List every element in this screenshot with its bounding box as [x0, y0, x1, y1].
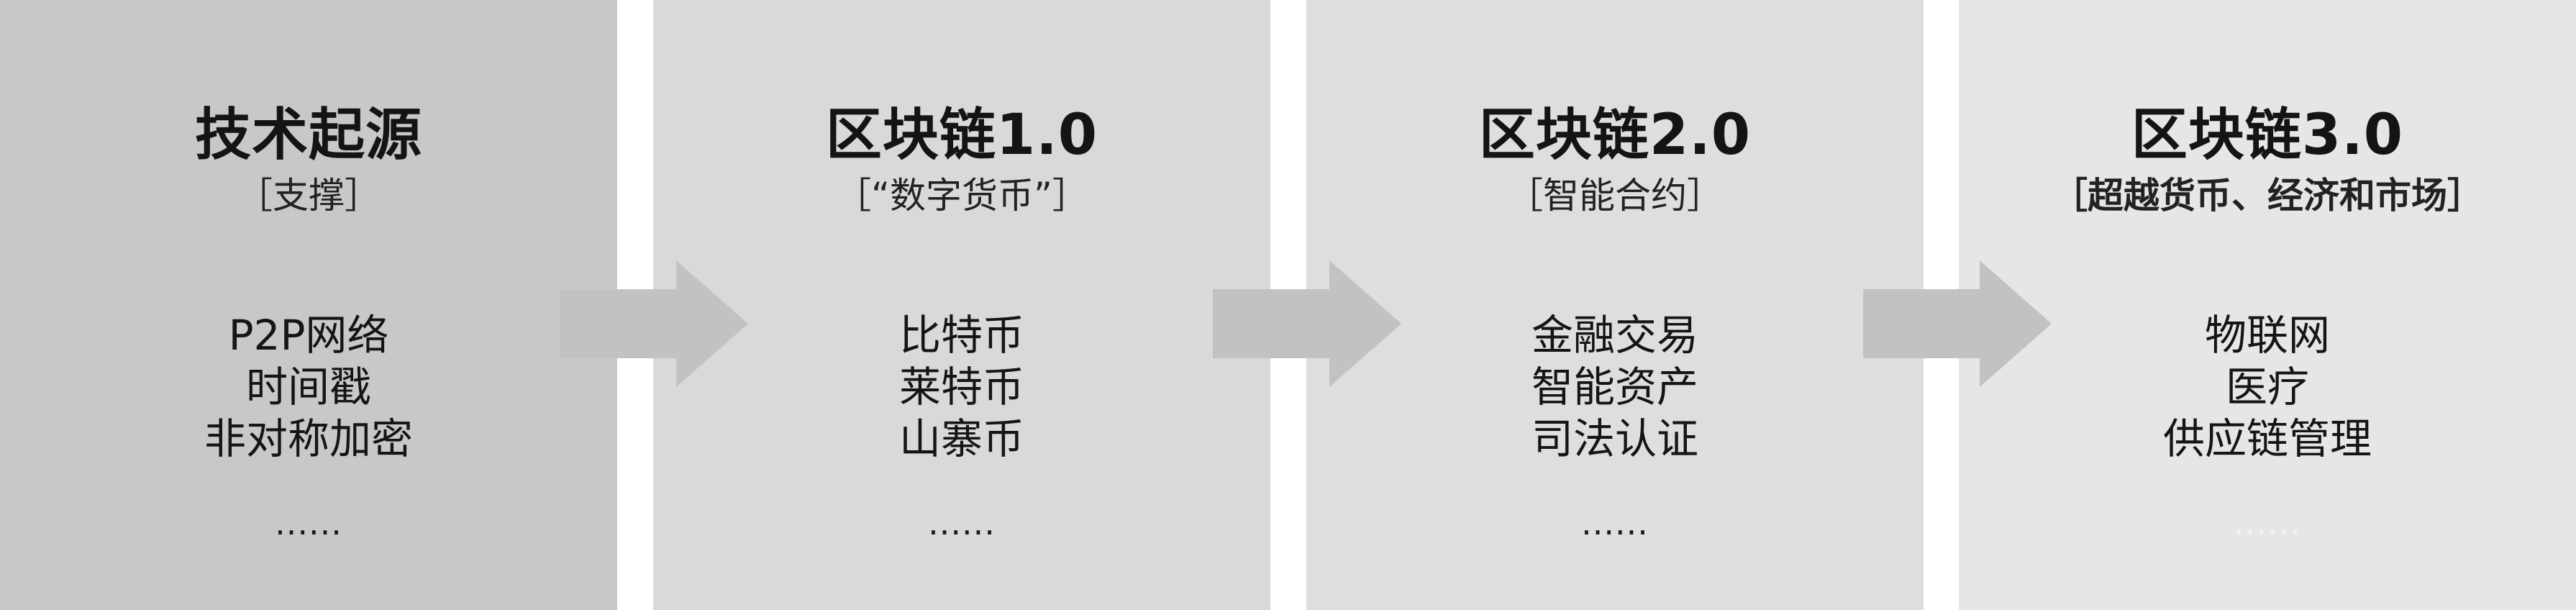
- list-item: 供应链管理: [2162, 414, 2372, 463]
- list-item: 时间戳: [245, 363, 371, 411]
- panel-subtitle: ［支撑］: [237, 175, 381, 217]
- list-item: 物联网: [2204, 311, 2330, 360]
- panel-item-list: 物联网 医疗 供应链管理: [1959, 309, 2576, 465]
- panel-subtitle: ［“数字货币”］: [835, 175, 1088, 217]
- panel-blockchain-1: 区块链1.0 ［“数字货币”］ 比特币 莱特币 山寨币 ......: [653, 0, 1270, 610]
- panel-subtitle: ［超越货币、经济和市场］: [2052, 175, 2483, 217]
- arrow-shape: [1863, 260, 2052, 387]
- panel-title: 区块链2.0: [1478, 103, 1752, 168]
- right-arrow-icon: [560, 260, 748, 387]
- list-item: 山寨币: [898, 414, 1024, 463]
- list-item: 司法认证: [1531, 414, 1698, 463]
- arrow-shape: [560, 260, 748, 387]
- list-item: 医疗: [2225, 363, 2309, 411]
- list-item: P2P网络: [228, 311, 389, 360]
- right-arrow-icon: [1863, 260, 2052, 387]
- panel-subtitle: ［智能合约］: [1507, 175, 1723, 217]
- panel-ellipsis: ......: [928, 504, 996, 542]
- panel-title: 区块链1.0: [825, 103, 1098, 168]
- list-item: 非对称加密: [204, 414, 413, 463]
- arrow-shape: [1213, 260, 1401, 387]
- right-arrow-icon: [1213, 260, 1401, 387]
- panel-technical-origin: 技术起源 ［支撑］ P2P网络 时间戳 非对称加密 ......: [0, 0, 617, 610]
- panel-item-list: P2P网络 时间戳 非对称加密: [0, 309, 617, 465]
- panel-ellipsis: ......: [1581, 504, 1649, 542]
- panel-title: 技术起源: [194, 103, 422, 168]
- panel-item-list: 比特币 莱特币 山寨币: [653, 309, 1270, 465]
- panel-ellipsis: ......: [275, 504, 342, 542]
- panel-title: 区块链3.0: [2131, 103, 2404, 168]
- list-item: 智能资产: [1531, 363, 1698, 411]
- list-item: 莱特币: [898, 363, 1024, 411]
- list-item: 金融交易: [1531, 311, 1698, 360]
- panel-blockchain-3: 区块链3.0 ［超越货币、经济和市场］ 物联网 医疗 供应链管理 ......: [1959, 0, 2576, 610]
- list-item: 比特币: [898, 311, 1024, 360]
- panel-ellipsis: ......: [2234, 504, 2301, 542]
- panel-item-list: 金融交易 智能资产 司法认证: [1306, 309, 1924, 465]
- panel-blockchain-2: 区块链2.0 ［智能合约］ 金融交易 智能资产 司法认证 ......: [1306, 0, 1924, 610]
